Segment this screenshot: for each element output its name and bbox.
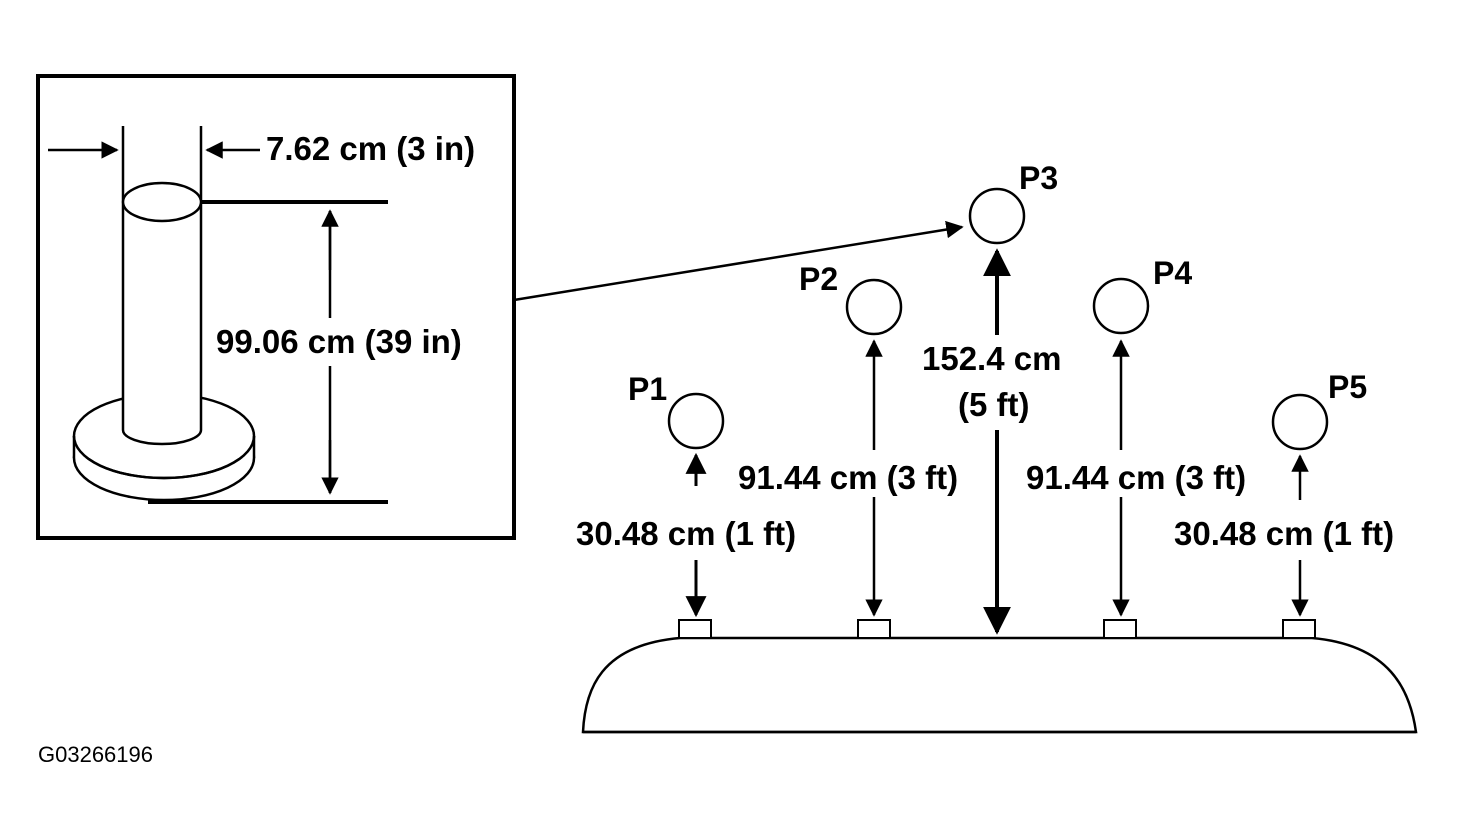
vehicle-roof — [581, 636, 1418, 734]
point-p5: P5 30.48 cm (1 ft) — [1174, 369, 1394, 617]
p1-height-label: 30.48 cm (1 ft) — [576, 515, 796, 552]
p3-height-label-line1: 152.4 cm — [922, 340, 1061, 377]
measurement-tube — [121, 126, 203, 446]
inset-panel: 7.62 cm (3 in) 99.06 cm (39 in) — [36, 74, 516, 540]
point-p4: P4 91.44 cm (3 ft) — [1026, 255, 1246, 617]
point-p3: P3 152.4 cm (5 ft) — [922, 160, 1061, 635]
sensor-mounts — [678, 619, 1316, 639]
inset-border — [36, 74, 516, 540]
stand-base — [72, 392, 256, 502]
p5-circle — [1271, 393, 1329, 451]
mount-p4 — [1103, 619, 1137, 639]
point-p2: P2 91.44 cm (3 ft) — [738, 261, 958, 617]
diameter-dimension: 7.62 cm (3 in) — [48, 130, 475, 167]
p2-height-label: 91.44 cm (3 ft) — [738, 459, 958, 496]
leader-arrow — [513, 220, 964, 302]
p4-height-label: 91.44 cm (3 ft) — [1026, 459, 1246, 496]
point-p1: P1 30.48 cm (1 ft) — [576, 371, 796, 618]
p1-circle — [667, 392, 725, 450]
p2-circle — [845, 278, 903, 336]
height-label: 99.06 cm (39 in) — [216, 323, 462, 360]
p4-circle — [1092, 277, 1150, 335]
diameter-label: 7.62 cm (3 in) — [266, 130, 475, 167]
p5-height-label: 30.48 cm (1 ft) — [1174, 515, 1394, 552]
p1-label: P1 — [628, 371, 667, 407]
p4-label: P4 — [1153, 255, 1192, 291]
figure-code: G03266196 — [38, 742, 153, 767]
height-dimension: 99.06 cm (39 in) — [148, 200, 462, 504]
p2-label: P2 — [799, 261, 838, 297]
p3-circle — [968, 187, 1026, 245]
p5-label: P5 — [1328, 369, 1367, 405]
mount-p1 — [678, 619, 712, 639]
mount-p2 — [857, 619, 891, 639]
mount-p5 — [1282, 619, 1316, 639]
p3-label: P3 — [1019, 160, 1058, 196]
p3-height-label-line2: (5 ft) — [958, 386, 1029, 423]
